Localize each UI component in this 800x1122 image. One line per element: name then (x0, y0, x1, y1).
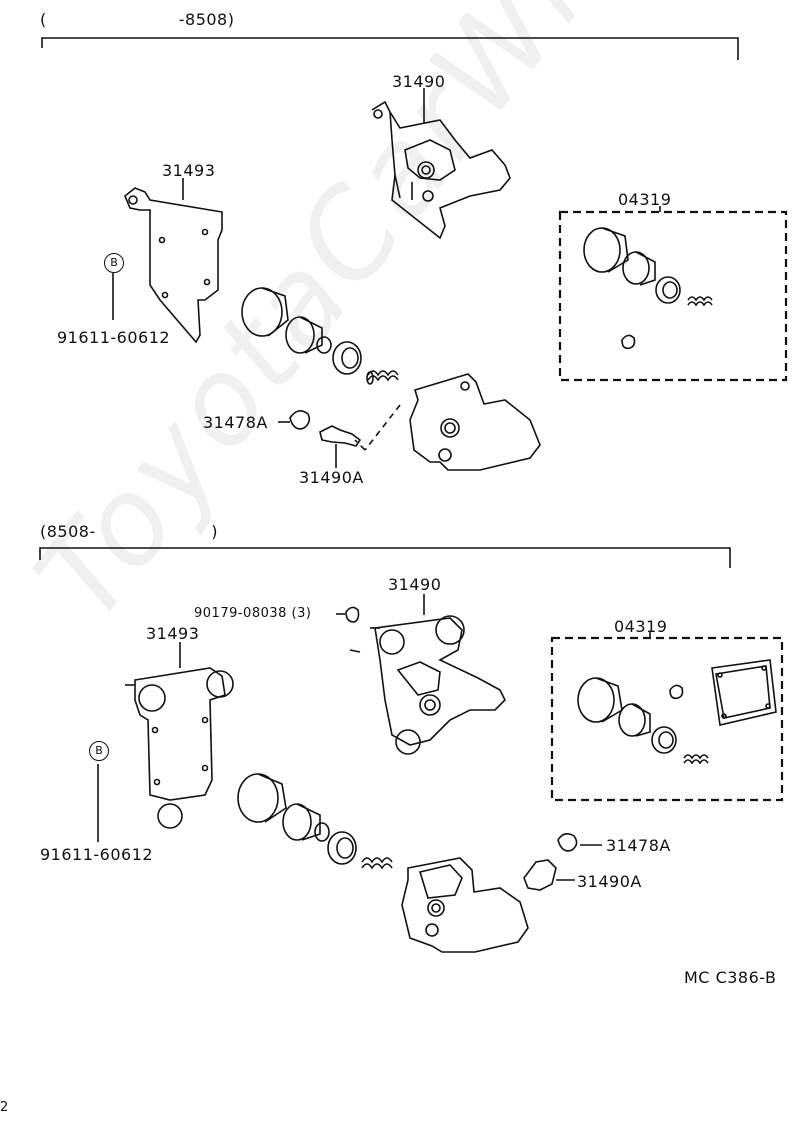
section-2-bracket-line (39, 547, 731, 568)
section-2-label-cap: 31478A (606, 836, 671, 855)
section-2-bleeder-31490A (523, 859, 575, 891)
figure-code: MC C386-B (684, 968, 777, 987)
section-2-bracket-31493 (125, 642, 234, 829)
section-2-label-bleeder: 31490A (577, 872, 642, 891)
section-1-bracket-31493 (124, 178, 223, 344)
section-1-label-bracket: 31493 (162, 161, 216, 180)
page-mark: 2 (0, 1100, 9, 1115)
section-1-cap-31478A (278, 410, 311, 430)
section-2-internal-parts (237, 773, 393, 870)
section-2-label-bracket: 31493 (146, 624, 200, 643)
section-1-bolt-marker: B (104, 253, 124, 273)
section-2-label-kit: 04319 (614, 617, 668, 636)
section-1-caliper-31490 (371, 88, 511, 240)
section-2-caliper-31490 (349, 594, 506, 755)
section-1-range: ( -8508) (40, 10, 235, 29)
section-2-bolt-marker: B (89, 741, 109, 761)
section-2-range: (8508- ) (40, 522, 218, 541)
section-1-label-kit: 04319 (618, 190, 672, 209)
section-2-cap-31478A (557, 832, 602, 852)
section-2-caliper-body (401, 857, 529, 953)
section-2-label-bolt: 91611-60612 (40, 845, 154, 864)
section-1-caliper-body (354, 373, 541, 471)
section-2-label-screw: 90179-08038 (3) (194, 606, 312, 621)
section-2-screw-90179 (336, 606, 360, 623)
section-1-internal-parts (241, 287, 399, 385)
section-1-label-bleeder: 31490A (299, 468, 364, 487)
section-1-bracket-line (41, 37, 739, 60)
section-1-label-caliper: 31490 (392, 72, 446, 91)
section-1-label-cap: 31478A (203, 413, 268, 432)
section-1-bleeder-31490A (319, 425, 362, 468)
section-2-label-caliper: 31490 (388, 575, 442, 594)
section-1-kit-04319-box (558, 206, 788, 382)
section-1-label-bolt: 91611-60612 (57, 328, 171, 347)
section-2-kit-04319-box (550, 632, 784, 802)
